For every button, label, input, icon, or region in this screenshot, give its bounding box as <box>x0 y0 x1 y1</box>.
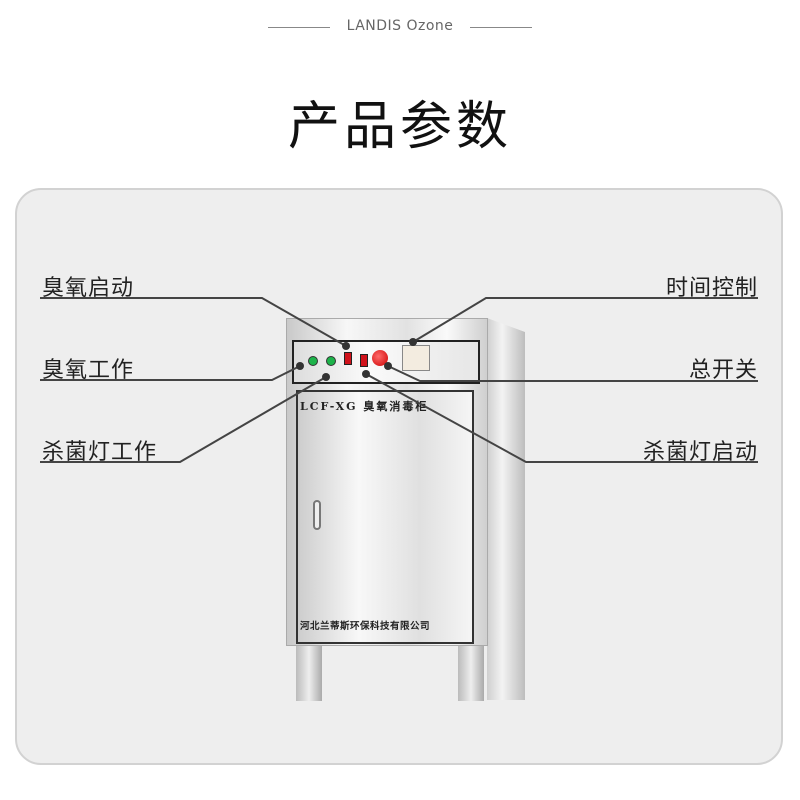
label-ozone-start: 臭氧启动 <box>42 276 135 301</box>
cabinet-leg <box>296 646 322 701</box>
brand-rule-left <box>268 27 330 28</box>
cabinet-leg <box>458 646 484 701</box>
timer-icon <box>402 345 430 371</box>
page-title: 产品参数 <box>287 97 512 157</box>
cabinet-side <box>487 318 525 700</box>
label-main-switch: 总开关 <box>688 358 758 383</box>
label-uv-start: 杀菌灯启动 <box>642 440 758 465</box>
indicator-light-icon <box>308 356 318 366</box>
model-label: LCF-XG 臭氧消毒柜 <box>300 400 429 413</box>
uv-switch-icon <box>360 354 368 367</box>
label-time-control: 时间控制 <box>665 276 758 301</box>
brand-name: LANDIS Ozone <box>346 18 454 34</box>
cabinet-door <box>296 390 474 644</box>
indicator-light-icon <box>326 356 336 366</box>
label-uv-work: 杀菌灯工作 <box>42 440 158 465</box>
company-label: 河北兰蒂斯环保科技有限公司 <box>300 621 431 632</box>
door-handle <box>313 500 321 530</box>
control-panel <box>292 340 480 384</box>
label-ozone-work: 臭氧工作 <box>42 358 135 383</box>
ozone-switch-icon <box>344 352 352 365</box>
main-switch-icon <box>372 350 388 366</box>
brand-rule-right <box>470 27 532 28</box>
